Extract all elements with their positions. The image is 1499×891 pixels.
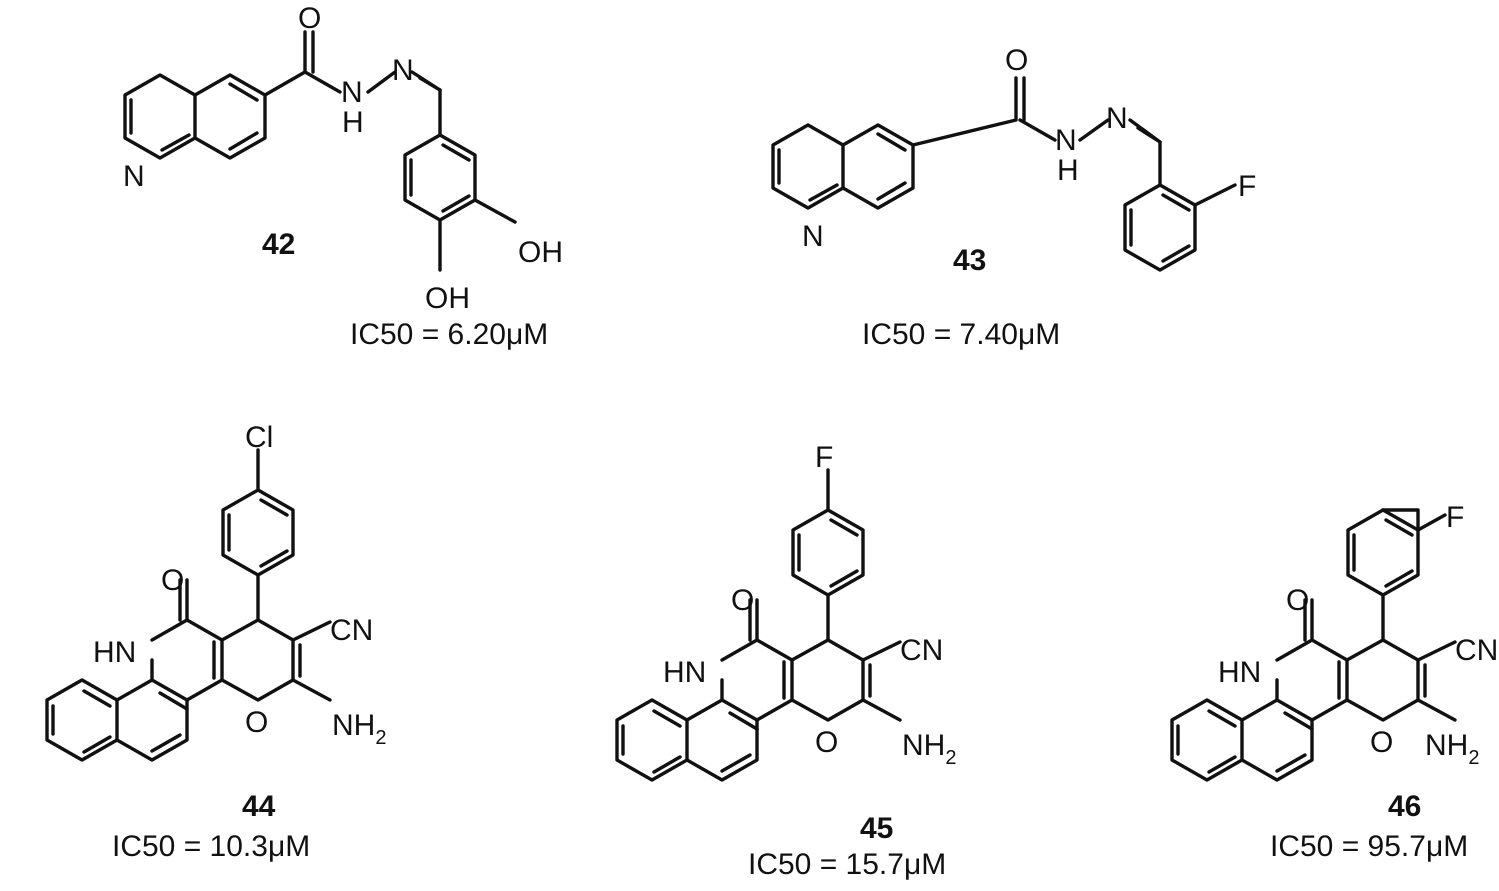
compound-42-atom-oh1: OH	[518, 236, 563, 269]
compound-45-structure: F O HN CN O NH2	[615, 441, 956, 782]
compound-46-atom-o-ring: O	[1370, 726, 1393, 759]
compound-46-atom-hn: HN	[1218, 656, 1261, 689]
compound-45-number: 45	[860, 812, 894, 845]
compound-44-structure: Cl O HN CN O NH2	[45, 421, 386, 762]
compound-46-atom-f: F	[1446, 501, 1464, 534]
compound-44-atom-hn: HN	[93, 636, 136, 669]
compound-43-number: 43	[953, 244, 987, 277]
compound-42-number: 42	[262, 228, 296, 261]
compound-45-atom-o-ring: O	[815, 726, 838, 759]
compound-45-ic50: IC50 = 15.7μM	[748, 848, 947, 881]
compound-45-atom-f: F	[815, 441, 833, 474]
compound-42-atom-oh2: OH	[425, 282, 470, 315]
compound-42-structure: O N H N N OH OH	[123, 2, 563, 315]
compound-46-atom-cn: CN	[1455, 634, 1498, 667]
compound-43-atom-f: F	[1238, 170, 1256, 203]
compound-44-atom-cn: CN	[330, 614, 373, 647]
compound-42-atom-h: H	[342, 106, 364, 139]
compound-44-atom-cl: Cl	[245, 421, 273, 454]
compound-46-number: 46	[1388, 790, 1422, 823]
compound-43-ic50: IC50 = 7.40μM	[862, 318, 1061, 351]
compound-42-atom-o: O	[298, 2, 321, 35]
compound-45-atom-hn: HN	[663, 656, 706, 689]
compound-45-atom-cn: CN	[900, 634, 943, 667]
compound-45-atom-o-keto: O	[731, 584, 754, 617]
compound-44-number: 44	[242, 790, 276, 823]
compound-42-ic50: IC50 = 6.20μM	[350, 318, 549, 351]
compound-46-ic50: IC50 = 95.7μM	[1270, 830, 1469, 863]
compound-43-atom-o: O	[1005, 44, 1028, 77]
compound-42-atom-n-imine: N	[392, 54, 414, 87]
compound-43-structure: O N H N N F	[771, 44, 1256, 272]
compound-46-structure: F O HN CN O NH2	[1170, 501, 1498, 782]
compound-43-atom-n-imine: N	[1106, 102, 1128, 135]
compound-42-atom-n-amide: N	[341, 76, 363, 109]
compound-42-atom-n-ring: N	[123, 160, 145, 193]
compound-44-atom-o-ring: O	[245, 706, 268, 739]
compound-43-atom-n-amide: N	[1055, 124, 1077, 157]
compound-46-atom-nh2: NH2	[1425, 729, 1479, 769]
compound-46-atom-o-keto: O	[1286, 584, 1309, 617]
compound-44-atom-nh2: NH2	[332, 709, 386, 749]
compound-44-atom-o-keto: O	[161, 564, 184, 597]
compound-45-atom-nh2: NH2	[902, 729, 956, 769]
compound-44-ic50: IC50 = 10.3μM	[112, 830, 311, 863]
compound-43-atom-h: H	[1057, 154, 1079, 187]
compound-43-atom-n-ring: N	[802, 220, 824, 253]
